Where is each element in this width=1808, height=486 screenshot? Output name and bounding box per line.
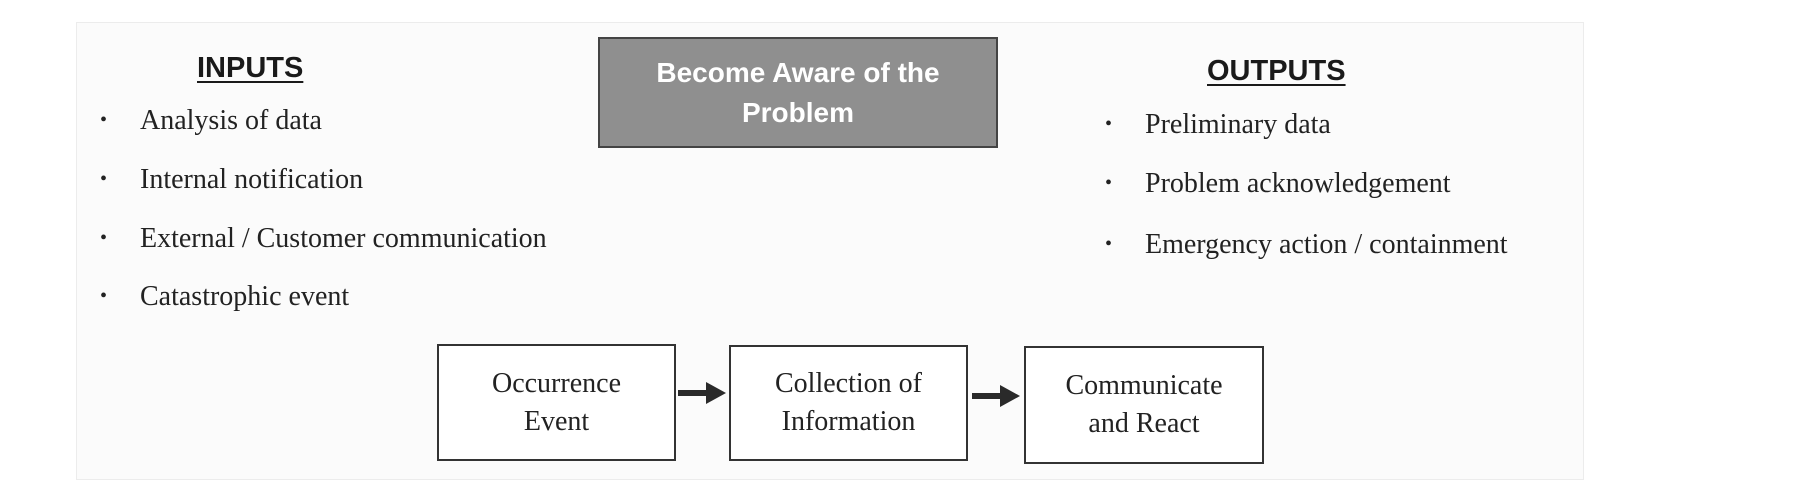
bullet-icon: •	[100, 285, 108, 307]
bullet-icon: •	[1105, 233, 1113, 255]
output-item-problem-acknowledgement: • Problem acknowledgement	[1105, 167, 1451, 200]
stage-title: Become Aware of the Problem	[656, 56, 940, 128]
input-item-internal-notification: • Internal notification	[100, 163, 363, 196]
flow-step-collection-of-information: Collection of Information	[729, 345, 968, 461]
flow-step-occurrence-event: Occurrence Event	[437, 344, 676, 461]
right-arrow-icon	[972, 385, 1020, 407]
flow-step-communicate-and-react: Communicate and React	[1024, 346, 1264, 464]
input-item-label: External / Customer communication	[140, 223, 547, 254]
bullet-icon: •	[100, 227, 108, 249]
flow-step-label: Collection of Information	[775, 368, 922, 437]
input-item-label: Internal notification	[140, 164, 364, 195]
output-item-label: Emergency action / containment	[1145, 229, 1508, 260]
output-item-label: Preliminary data	[1145, 109, 1331, 140]
bullet-icon: •	[100, 109, 108, 131]
output-item-emergency-action: • Emergency action / containment	[1105, 228, 1508, 261]
output-item-preliminary-data: • Preliminary data	[1105, 108, 1331, 141]
input-item-label: Analysis of data	[140, 105, 322, 136]
input-item-catastrophic-event: • Catastrophic event	[100, 280, 349, 313]
flow-step-label: Communicate and React	[1065, 370, 1223, 439]
output-item-label: Problem acknowledgement	[1145, 168, 1451, 199]
input-item-external-communication: • External / Customer communication	[100, 222, 547, 255]
inputs-heading: INPUTS	[197, 52, 304, 84]
bullet-icon: •	[100, 168, 108, 190]
bullet-icon: •	[1105, 113, 1113, 135]
bullet-icon: •	[1105, 172, 1113, 194]
input-item-analysis: • Analysis of data	[100, 104, 322, 137]
outputs-heading: OUTPUTS	[1207, 55, 1346, 87]
right-arrow-icon	[678, 382, 726, 404]
input-item-label: Catastrophic event	[140, 281, 350, 312]
flow-step-label: Occurrence Event	[491, 367, 621, 437]
stage-title-box: Become Aware of the Problem	[598, 37, 998, 148]
